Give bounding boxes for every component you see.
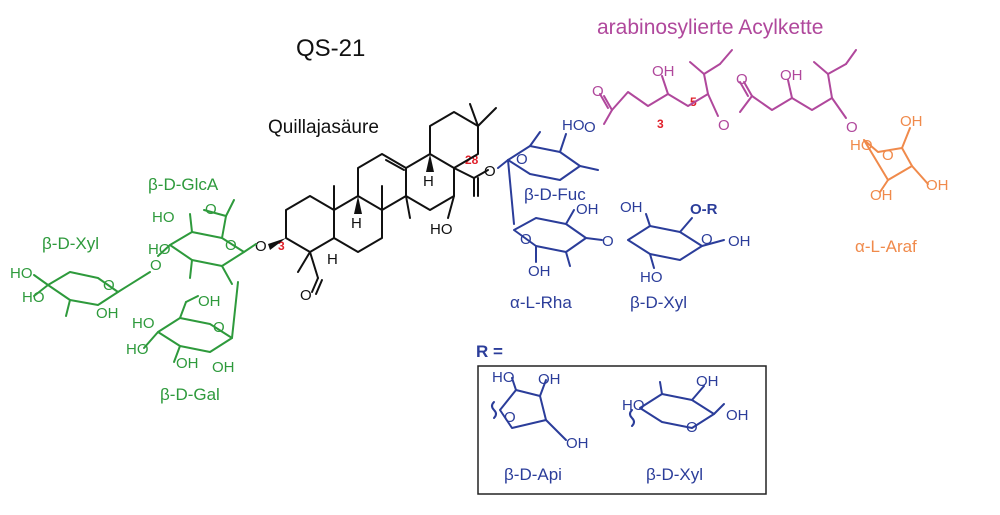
atom-xylbox-o-ring: O <box>686 419 698 436</box>
atom-chain-o3: O <box>736 71 748 88</box>
atom-xylb-o-ring: O <box>701 231 713 248</box>
rha-label: α-L-Rha <box>510 293 572 312</box>
glca-ring <box>157 199 257 285</box>
r-definition-label: R = <box>476 342 503 361</box>
araf-label: α-L-Araf <box>855 237 917 256</box>
atom-aldehyde-o: O <box>300 287 312 304</box>
atom-glca-oh: HO <box>148 241 171 258</box>
atom-chain-oh2: OH <box>780 67 803 84</box>
atom-xylbox-oh2: OH <box>726 407 749 424</box>
atom-api-ho: HO <box>492 369 515 386</box>
atom-gal-oh2: OH <box>176 355 199 372</box>
xyl-green-ring <box>33 271 151 317</box>
atom-xylb-or: O-R <box>690 201 718 218</box>
atom-gal-ho1: HO <box>132 315 155 332</box>
rha-ring <box>513 209 603 267</box>
acyl-chain <box>599 49 857 125</box>
xyl-blue-label: β-D-Xyl <box>630 293 687 312</box>
atom-araf-ho: HO <box>850 137 873 154</box>
atom-glca-cooh: HO <box>152 209 175 226</box>
atom-xyl-o-link: O <box>150 257 162 274</box>
locant-c3-chain: 3 <box>657 117 664 131</box>
api-label: β-D-Api <box>504 465 562 484</box>
atom-gal-oh1: OH <box>198 293 221 310</box>
atom-c16-oh: HO <box>430 221 453 238</box>
atom-api-o-ring: O <box>504 409 516 426</box>
atom-xylbox-ho: HO <box>622 397 645 414</box>
atom-rha-o-ring: O <box>520 231 532 248</box>
atom-fuc-o-ring: O <box>516 151 528 168</box>
atom-chain-oh1: OH <box>652 63 675 80</box>
atom-chain-o4: O <box>846 119 858 136</box>
r-group-box <box>477 365 767 495</box>
atom-xylb-ho: HO <box>640 269 663 286</box>
fuc-ring <box>497 131 599 225</box>
atom-araf-o-ring: O <box>882 147 894 164</box>
xyl-green-label: β-D-Xyl <box>42 234 99 253</box>
araf-ring <box>863 127 929 193</box>
atom-gal-oh3: OH <box>212 359 235 376</box>
atom-chain-o1: O <box>592 83 604 100</box>
glca-label: β-D-GlcA <box>148 175 219 194</box>
acyl-chain-label: arabinosylierte Acylkette <box>597 16 823 39</box>
atom-rha-oh1: OH <box>576 201 599 218</box>
atom-gal-ho2: HO <box>126 341 149 358</box>
gal-ring <box>143 281 239 363</box>
atom-xylb-oh2: OH <box>728 233 751 250</box>
fuc-label: β-D-Fuc <box>524 185 586 204</box>
atom-xylb-oh1: OH <box>620 199 643 216</box>
atom-glca-o-ring: O <box>225 237 237 254</box>
atom-o3: O <box>255 238 267 255</box>
atom-ester-o: O <box>484 163 496 180</box>
atom-gal-o-ring: O <box>213 319 225 336</box>
wedge-c3-o <box>268 238 286 250</box>
atom-araf-oh1: OH <box>900 113 923 130</box>
atom-xylbox-oh1: OH <box>696 373 719 390</box>
wedge-h18 <box>426 154 434 172</box>
locant-c3-core: 3 <box>278 239 285 253</box>
atom-fuc-o-ester: O <box>584 119 596 136</box>
atom-chain-o2: O <box>718 117 730 134</box>
atom-rha-o-link: O <box>602 233 614 250</box>
atom-h5: H <box>327 251 338 268</box>
atom-h9: H <box>351 215 362 232</box>
atom-fuc-oh: HO <box>562 117 585 134</box>
atom-xyl-o-ring: O <box>103 277 115 294</box>
api-structure <box>491 377 567 441</box>
atom-araf-oh2: OH <box>870 187 893 204</box>
atom-xyl-ho1: HO <box>10 265 33 282</box>
compound-title: QS-21 <box>296 35 365 62</box>
atom-xyl-oh: OH <box>96 305 119 322</box>
atom-api-oh1: OH <box>538 371 561 388</box>
triterpene-core <box>285 103 497 295</box>
gal-label: β-D-Gal <box>160 385 220 404</box>
xyl-box-structure <box>629 381 725 429</box>
wedge-h9 <box>354 196 362 214</box>
atom-h18: H <box>423 173 434 190</box>
atom-araf-oh3: OH <box>926 177 949 194</box>
quillaic-acid-label: Quillajasäure <box>268 117 379 138</box>
atom-xyl-ho2: HO <box>22 289 45 306</box>
atom-api-oh2: OH <box>566 435 589 452</box>
xyl-blue-ring <box>627 213 725 269</box>
atom-glca-carbonyl: O <box>205 201 217 218</box>
atom-rha-oh2: OH <box>528 263 551 280</box>
xyl-box-label: β-D-Xyl <box>646 465 703 484</box>
